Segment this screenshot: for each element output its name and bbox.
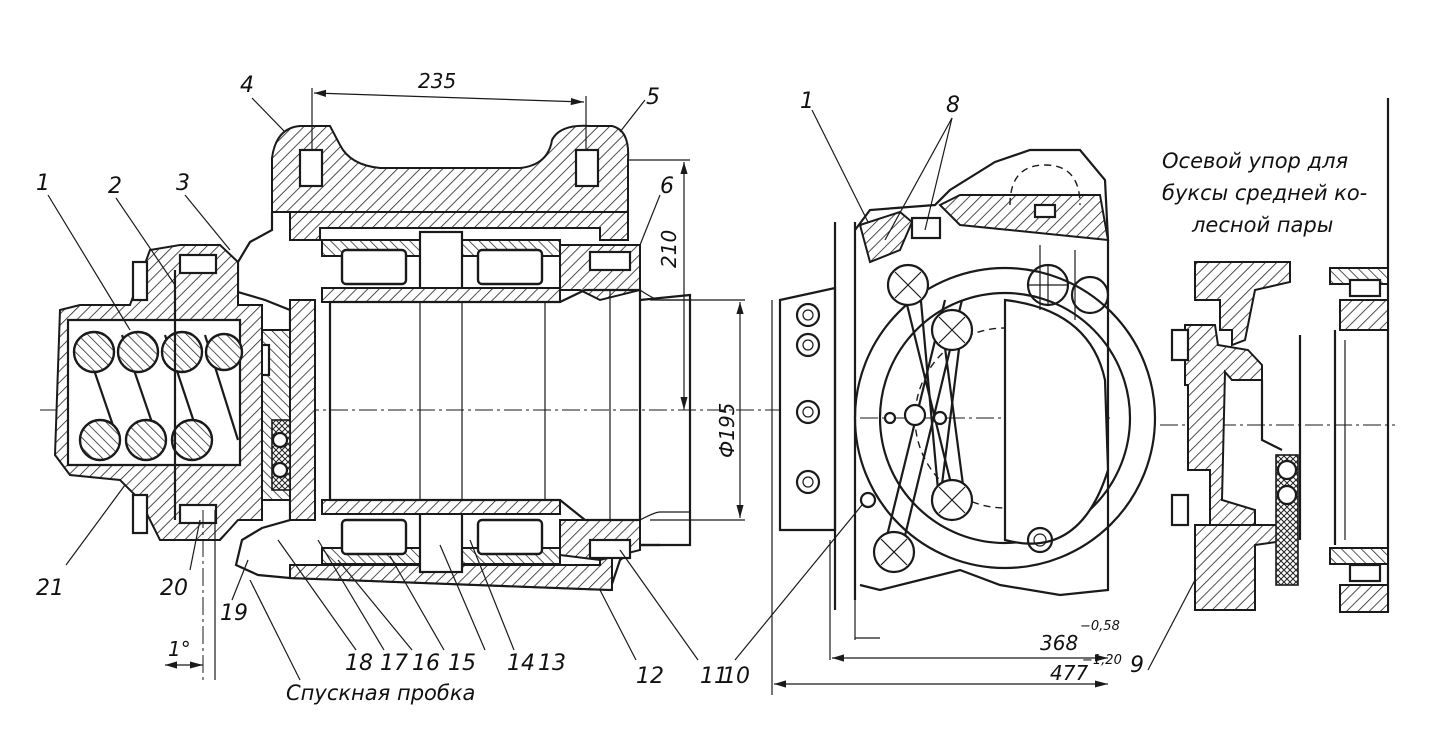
end-housing-outline xyxy=(854,148,1110,597)
drain-hole xyxy=(859,491,877,509)
spring-seat-pin-right xyxy=(574,148,600,188)
pin-cross-1 xyxy=(1028,265,1068,305)
spring-seat-pin-left xyxy=(298,148,324,188)
dim-235-label: 235 xyxy=(418,69,456,93)
part-number-9: 9 xyxy=(1130,653,1144,678)
detail-seal-top xyxy=(1348,278,1382,298)
part-number-18: 18 xyxy=(345,651,373,676)
housing-wall-top xyxy=(289,211,629,241)
spacer-ring-bottom xyxy=(418,510,464,574)
cover-nut xyxy=(1026,526,1054,554)
seal-ring-top xyxy=(588,250,632,272)
bolt-bottom-left xyxy=(131,493,149,535)
part-number-21: 21 xyxy=(36,576,64,601)
axle-body xyxy=(639,293,692,547)
end-cover-outer xyxy=(853,266,1157,570)
housing-top xyxy=(271,124,630,213)
thrust-ball-2 xyxy=(271,461,289,479)
part-number-8: 8 xyxy=(946,93,960,118)
part-number-4: 4 xyxy=(240,73,254,98)
part-number-3: 3 xyxy=(176,171,190,196)
axial-stop-caption-2: буксы средней ко- xyxy=(1162,181,1367,205)
front-cover xyxy=(289,299,316,521)
angle-label: 1° xyxy=(168,637,191,661)
part-number-17: 17 xyxy=(380,651,408,676)
wire-lock-links xyxy=(872,263,974,574)
end-housing-dashed xyxy=(1009,164,1081,206)
roller-bottom-right xyxy=(476,518,544,556)
detail-housing-mid xyxy=(1184,324,1263,526)
axial-stop-detail: Осевой упор для буксы средней ко- лесной… xyxy=(1160,98,1395,613)
housing-outline xyxy=(234,212,660,592)
nut-top xyxy=(178,253,218,275)
detail-cover-right xyxy=(1339,299,1389,331)
bolt-top-left xyxy=(131,260,149,302)
part-number-16: 16 xyxy=(412,651,440,676)
part-number-11: 11 xyxy=(700,664,728,689)
dim-368-label: 368 xyxy=(1040,631,1078,655)
part-number-14: 14 xyxy=(507,651,535,676)
seal-ring-bottom xyxy=(588,538,632,560)
dim-210-label: 210 xyxy=(657,230,681,268)
roller-top-left xyxy=(340,248,408,286)
detail-housing-top xyxy=(1194,261,1291,347)
end-view-part-number-1: 1 xyxy=(800,89,814,114)
thrust-ball-1 xyxy=(271,431,289,449)
axlebox-section-view: 1 2 3 4 5 6 11 12 13 14 15 16 17 18 19 2… xyxy=(36,69,780,705)
detail-ring-bottom xyxy=(1329,547,1389,565)
flange-bolts xyxy=(795,302,821,495)
end-view-leaders xyxy=(734,109,1196,671)
dim-235-line xyxy=(313,89,585,106)
detail-bolt-bottom xyxy=(1170,493,1190,527)
axial-stop-caption-3: лесной пары xyxy=(1191,213,1333,237)
nut-bottom xyxy=(178,503,218,525)
thrust-bush xyxy=(271,419,291,491)
part-number-10: 10 xyxy=(722,664,750,689)
axlebox-end-view: 1 8 10 9 368 −0,58 −1,20 477 xyxy=(722,89,1196,695)
dim-477-label: 477 xyxy=(1050,661,1088,685)
dim-368-tol-lower: −1,20 xyxy=(1082,653,1122,668)
detail-ball-1 xyxy=(1276,459,1298,481)
end-cover-inner xyxy=(878,291,1132,545)
axle-journal xyxy=(328,288,642,522)
part-number-5: 5 xyxy=(646,85,660,110)
inner-ring-top xyxy=(321,287,561,303)
roller-top-right xyxy=(476,248,544,286)
part-number-6: 6 xyxy=(660,174,674,199)
part-number-19: 19 xyxy=(220,601,248,626)
cover-cutaway xyxy=(1003,298,1110,545)
detail-spring-plate xyxy=(1260,335,1302,540)
part-number-12: 12 xyxy=(636,664,664,689)
part-number-1: 1 xyxy=(36,171,50,196)
end-housing-top xyxy=(938,194,1110,242)
part-number-13: 13 xyxy=(538,651,566,676)
drain-plug-caption: Спускная пробка xyxy=(286,681,475,705)
spacer-ring-top xyxy=(418,230,464,294)
detail-bolt-top xyxy=(1170,328,1190,362)
cover-nut-hole xyxy=(1033,533,1047,547)
top-cap-bolt xyxy=(1033,203,1057,219)
coil-spring xyxy=(72,330,244,462)
part-number-20: 20 xyxy=(160,576,188,601)
roller-bottom-left xyxy=(340,518,408,556)
detail-seal-bottom xyxy=(1348,563,1382,583)
inner-ring-bottom xyxy=(321,499,561,515)
axial-stop-caption-1: Осевой упор для xyxy=(1162,149,1348,173)
part-number-2: 2 xyxy=(108,174,122,199)
dim-195-label: Ф195 xyxy=(715,403,739,458)
detail-ball-2 xyxy=(1276,484,1298,506)
leader-lines xyxy=(47,97,699,681)
pin-circle-2 xyxy=(1070,275,1110,315)
detail-cover-right-bottom xyxy=(1339,584,1389,613)
part-number-15: 15 xyxy=(448,651,476,676)
dim-368-tol-upper: −0,58 xyxy=(1080,619,1120,634)
axle-fillet xyxy=(639,289,690,521)
